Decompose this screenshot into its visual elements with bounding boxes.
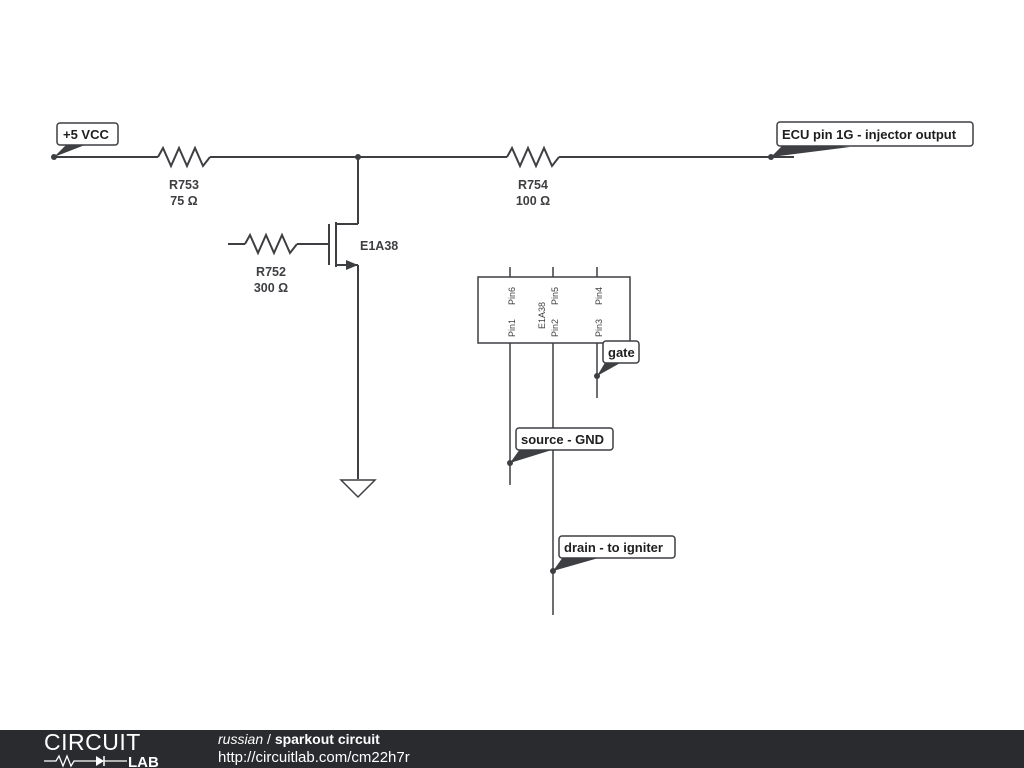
net-flag-drain[interactable]: drain - to igniter: [550, 535, 676, 574]
ic-name: E1A38: [537, 302, 547, 329]
ic-pin1: Pin1: [507, 319, 517, 337]
ic-pin6: Pin6: [507, 287, 517, 305]
resistor-r754[interactable]: R754 100 Ω: [506, 145, 560, 208]
drain-label: drain - to igniter: [564, 540, 663, 555]
r753-value: 75 Ω: [170, 194, 197, 208]
schematic-canvas: R753 75 Ω R754 100 Ω R752 300 Ω E1A38: [51, 121, 974, 615]
r754-value: 100 Ω: [516, 194, 550, 208]
gate-label: gate: [608, 345, 635, 360]
title-separator: /: [263, 731, 275, 747]
ic-pin3: Pin3: [594, 319, 604, 337]
footer-bar: CIRCUIT LAB russian / sparkout circuit h…: [0, 730, 1024, 768]
ecu-label: ECU pin 1G - injector output: [782, 127, 957, 142]
resistor-r753[interactable]: R753 75 Ω: [157, 145, 211, 208]
r752-name: R752: [256, 265, 286, 279]
logo-text-bottom: LAB: [128, 754, 159, 768]
logo-text-top: CIRCUIT: [44, 730, 141, 755]
r753-name: R753: [169, 178, 199, 192]
project-name[interactable]: sparkout circuit: [274, 731, 380, 747]
ic-pin2: Pin2: [550, 319, 560, 337]
mosfet-label: E1A38: [360, 239, 398, 253]
resistor-r752[interactable]: R752 300 Ω: [228, 232, 329, 295]
ground-symbol: [339, 479, 377, 499]
net-flag-source[interactable]: source - GND: [507, 427, 614, 466]
ic-pin5: Pin5: [550, 287, 560, 305]
ic-pin4: Pin4: [594, 287, 604, 305]
net-flag-vcc[interactable]: +5 VCC: [51, 122, 119, 160]
circuitlab-logo[interactable]: CIRCUIT LAB: [44, 730, 179, 768]
source-label: source - GND: [521, 432, 604, 447]
r752-value: 300 Ω: [254, 281, 288, 295]
mosfet-e1a38[interactable]: E1A38: [328, 157, 398, 479]
net-flag-ecu[interactable]: ECU pin 1G - injector output: [768, 121, 974, 160]
project-title: russian / sparkout circuit: [218, 731, 380, 747]
project-owner[interactable]: russian: [218, 731, 264, 747]
vcc-label: +5 VCC: [63, 127, 109, 142]
r754-name: R754: [518, 178, 548, 192]
net-flag-gate[interactable]: gate: [594, 340, 640, 379]
project-url[interactable]: http://circuitlab.com/cm22h7r: [218, 749, 410, 766]
